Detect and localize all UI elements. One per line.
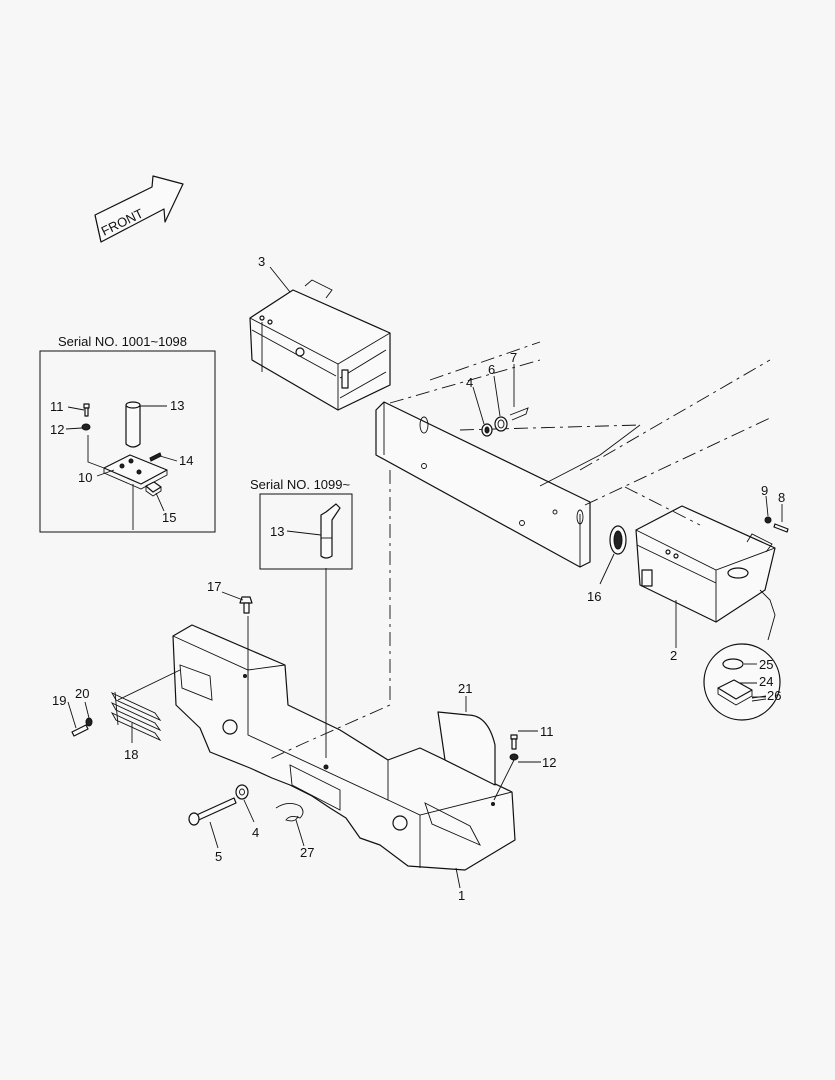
callout-16: 16 bbox=[587, 589, 601, 604]
callout-17: 17 bbox=[207, 579, 221, 594]
callout-12: 12 bbox=[542, 755, 556, 770]
callout-4: 4 bbox=[252, 825, 259, 840]
loose-hardware bbox=[188, 568, 519, 826]
callout-27: 27 bbox=[300, 845, 314, 860]
toolbox bbox=[609, 505, 789, 641]
callout-19: 19 bbox=[52, 693, 66, 708]
counterweight-box bbox=[249, 279, 391, 411]
frame-rail bbox=[375, 341, 771, 568]
callout-14: 14 bbox=[179, 453, 193, 468]
callout-15: 15 bbox=[162, 510, 176, 525]
detail-circle bbox=[703, 643, 781, 721]
callout-11: 11 bbox=[50, 399, 64, 414]
inset-early-title: Serial NO. 1001~1098 bbox=[58, 334, 187, 349]
inset-late-title: Serial NO. 1099~ bbox=[250, 477, 350, 492]
callout-5: 5 bbox=[215, 849, 222, 864]
callout-1: 1 bbox=[458, 888, 465, 903]
front-arrow: FRONT bbox=[94, 175, 184, 243]
callout-8: 8 bbox=[778, 490, 785, 505]
assembly-lines bbox=[267, 470, 701, 761]
callout-11: 11 bbox=[540, 724, 554, 739]
callout-2: 2 bbox=[670, 648, 677, 663]
handle-set bbox=[71, 669, 181, 742]
callout-labels: 3 4 6 7 11 13 12 14 10 15 13 9 8 16 2 17… bbox=[50, 254, 785, 903]
callout-6: 6 bbox=[488, 362, 495, 377]
callout-26: 26 bbox=[767, 688, 781, 703]
pin-hardware bbox=[481, 407, 529, 437]
callout-7: 7 bbox=[510, 350, 517, 365]
callout-9: 9 bbox=[761, 483, 768, 498]
callout-18: 18 bbox=[124, 747, 138, 762]
callout-10: 10 bbox=[78, 470, 92, 485]
callout-13: 13 bbox=[170, 398, 184, 413]
callout-25: 25 bbox=[759, 657, 773, 672]
callout-3: 3 bbox=[258, 254, 265, 269]
plate-21 bbox=[437, 711, 496, 786]
callout-leaders bbox=[65, 266, 783, 889]
callout-13: 13 bbox=[270, 524, 284, 539]
callout-4: 4 bbox=[466, 375, 473, 390]
callout-20: 20 bbox=[75, 686, 89, 701]
callout-24: 24 bbox=[759, 674, 773, 689]
callout-21: 21 bbox=[458, 681, 472, 696]
inset-early-serial: Serial NO. 1001~1098 bbox=[39, 334, 216, 533]
inset-late-serial: Serial NO. 1099~ bbox=[250, 477, 353, 570]
counterweight-body bbox=[172, 624, 516, 871]
callout-12: 12 bbox=[50, 422, 64, 437]
